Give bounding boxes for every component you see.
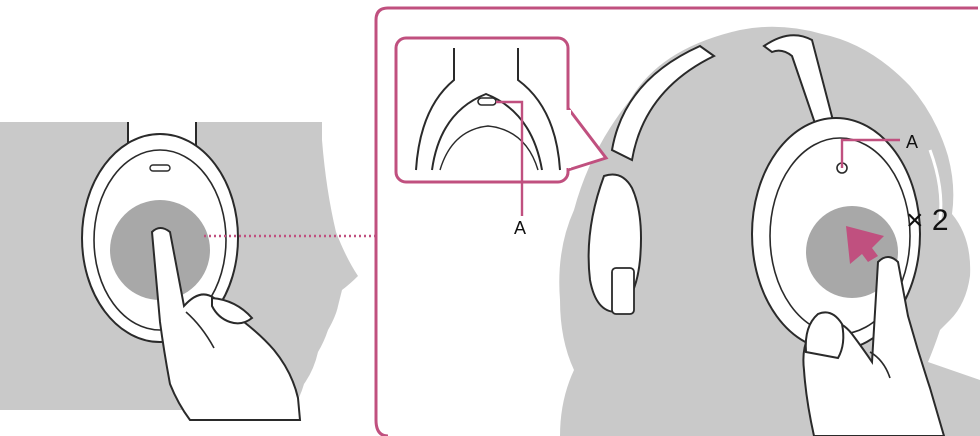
tap-count-label: × 2 <box>906 204 949 237</box>
right-rear-slider <box>612 268 634 314</box>
mic-inset-frame <box>396 38 568 182</box>
mic-inset <box>396 38 606 216</box>
inset-marker-label: A <box>514 218 526 238</box>
left-mic-slot <box>150 165 170 171</box>
head-marker-label: A <box>906 132 918 152</box>
left-head-illustration <box>0 122 358 420</box>
mic-inset-slot <box>478 98 496 105</box>
mic-inset-callout <box>568 108 606 170</box>
